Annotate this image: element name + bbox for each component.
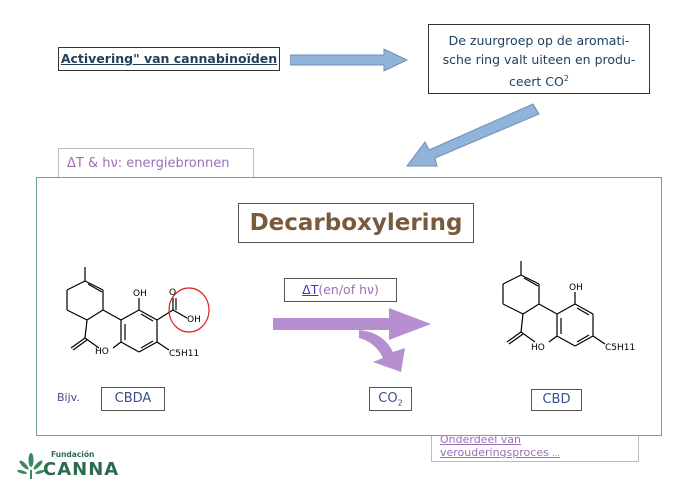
temperature-symbol: T [310, 282, 319, 297]
explanation-line-2: sche ring valt uiteen en produ- [442, 52, 636, 67]
aging-line-2: verouderingsproces ... [440, 446, 638, 460]
cbd-oh-label: OH [569, 283, 583, 293]
aging-line-2-text: verouderingsproces [440, 446, 549, 459]
energy-text: ΔT & hν: energiebronnen [67, 156, 230, 171]
delta-symbol: Δ [302, 282, 311, 297]
cbda-o-label: O [169, 288, 176, 298]
activation-text: Activering" van cannabinoïden [60, 51, 278, 66]
cbda-label: CBDA [101, 387, 165, 411]
cbda-oh-label: OH [133, 289, 147, 299]
cbd-label: CBD [531, 389, 582, 411]
purple-reaction-arrow [273, 308, 431, 372]
activation-box: Activering" van cannabinoïden [58, 47, 280, 71]
reaction-title: Decarboxylering [238, 203, 474, 243]
co2-subscript: 2 [397, 398, 403, 408]
explanation-line-1: De zuurgroep op de aromati- [448, 33, 630, 48]
blue-right-arrow [290, 48, 409, 72]
condition-text: (en/of hν) [318, 282, 379, 297]
leaf-icon [17, 453, 45, 479]
condition-box: ΔT(en/of hν) [284, 278, 397, 302]
cbda-ho-label: HO [95, 347, 109, 357]
cbd-structure: OH HO C5H11 [502, 261, 635, 353]
example-label: Bijv. [57, 391, 80, 404]
explanation-box: De zuurgroep op de aromati- sche ring va… [428, 24, 650, 94]
explanation-line-3-text: ceert CO [509, 74, 564, 90]
cbd-alkyl-label: C5H11 [605, 343, 635, 353]
co2-label: CO2 [369, 387, 412, 411]
reaction-panel: Decarboxylering ΔT(en/of hν) [36, 177, 662, 436]
co2-text: CO [378, 391, 398, 406]
logo-line-1: Fundación [51, 450, 95, 459]
cbda-alkyl-label: C5H11 [169, 349, 199, 359]
explanation-subscript: 2 [563, 74, 569, 83]
cbda-acid-oh-label: OH [187, 315, 201, 325]
cbda-structure: OH O OH HO C5H11 [66, 267, 210, 359]
explanation-line-3: ceert CO2 [429, 69, 649, 91]
aging-ellipsis: ... [552, 449, 560, 458]
logo-line-2: CANNA [43, 459, 120, 480]
energy-box: ΔT & hν: energiebronnen [58, 148, 254, 178]
fundacion-canna-logo: Fundación CANNA [17, 448, 120, 488]
aging-line-1: Onderdeel van [440, 433, 522, 446]
cbd-ho-label: HO [531, 343, 545, 353]
blue-diagonal-arrow [406, 103, 540, 167]
